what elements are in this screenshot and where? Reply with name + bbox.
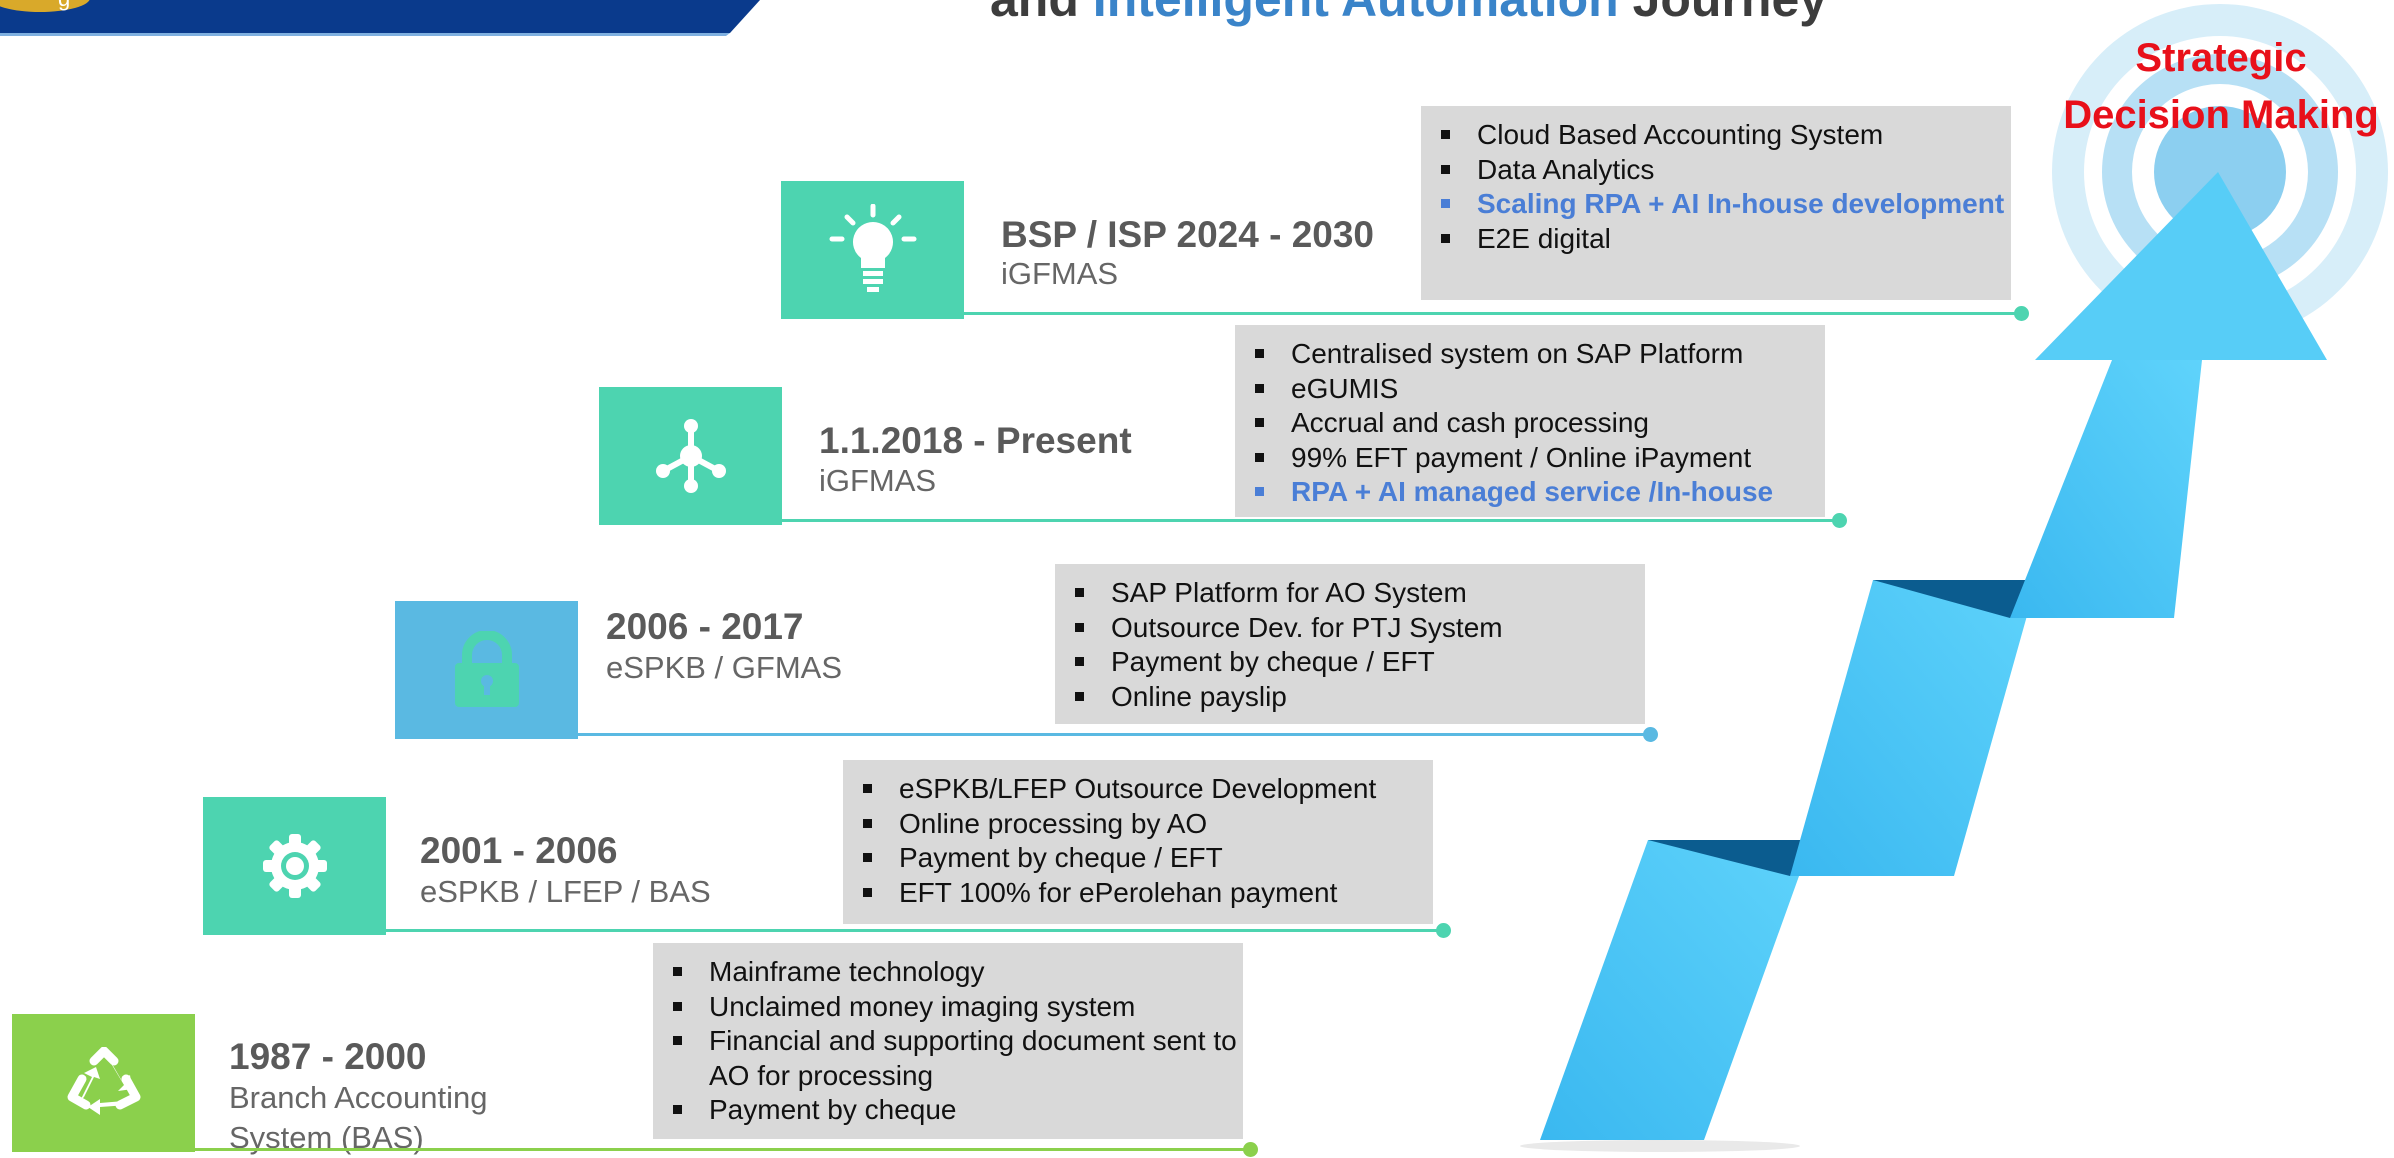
detail-item: eGUMIS bbox=[1235, 372, 1825, 407]
stage-2018-icon-tile bbox=[599, 387, 782, 525]
detail-item: Online processing by AO bbox=[843, 807, 1433, 842]
detail-item: SAP Platform for AO System bbox=[1055, 576, 1645, 611]
detail-item: Payment by cheque / EFT bbox=[843, 841, 1433, 876]
detail-item: Centralised system on SAP Platform bbox=[1235, 337, 1825, 372]
stage-2006-era: 2006 - 2017 bbox=[606, 606, 804, 647]
detail-item: Payment by cheque / EFT bbox=[1055, 645, 1645, 680]
stage-2001-details: eSPKB/LFEP Outsource Development Online … bbox=[843, 760, 1433, 924]
lightbulb-icon bbox=[829, 204, 916, 292]
detail-item-highlight: RPA + AI managed service /In-house bbox=[1235, 475, 1825, 510]
gear-icon bbox=[262, 834, 327, 898]
stage-1987-era: 1987 - 2000 bbox=[229, 1036, 427, 1077]
recycle-icon bbox=[67, 1047, 140, 1115]
stage-2006-timeline-rule bbox=[395, 733, 1650, 736]
title-highlight: Intelligent Automation bbox=[1093, 0, 1619, 27]
stage-1987-details: Mainframe technology Unclaimed money ima… bbox=[653, 943, 1243, 1139]
header-banner-text: g bbox=[58, 0, 70, 12]
stage-1987-icon-tile bbox=[12, 1014, 195, 1152]
detail-item: Online payslip bbox=[1055, 680, 1645, 715]
stage-2024-era: BSP / ISP 2024 - 2030 bbox=[1001, 214, 1374, 255]
stage-2006-icon-tile bbox=[395, 601, 578, 739]
stage-2001-era: 2001 - 2006 bbox=[420, 830, 618, 871]
stage-2024-system: iGFMAS bbox=[1001, 256, 1119, 291]
stage-2001-system: eSPKB / LFEP / BAS bbox=[420, 874, 711, 909]
stage-2024-icon-tile bbox=[781, 181, 964, 319]
stage-1987-timeline-dot bbox=[1243, 1142, 1258, 1157]
stage-2024-timeline-dot bbox=[2014, 306, 2029, 321]
strategic-line-2: Decision Making bbox=[2063, 93, 2379, 137]
stage-1987-system: Branch Accounting System (BAS) bbox=[229, 1080, 488, 1155]
detail-item: eSPKB/LFEP Outsource Development bbox=[843, 772, 1433, 807]
stage-2001-icon-tile bbox=[203, 797, 386, 935]
stage-2024-timeline-rule bbox=[781, 312, 2021, 315]
stage-1987-timeline-rule bbox=[12, 1148, 1250, 1151]
stage-2018-timeline-rule bbox=[599, 519, 1839, 522]
network-hub-icon bbox=[655, 419, 726, 493]
detail-item: Mainframe technology bbox=[653, 955, 1243, 990]
title-part-1: and bbox=[990, 0, 1093, 27]
detail-item: E2E digital bbox=[1421, 222, 2011, 257]
stage-2024-details: Cloud Based Accounting System Data Analy… bbox=[1421, 106, 2011, 300]
detail-item: Outsource Dev. for PTJ System bbox=[1055, 611, 1645, 646]
detail-item: Financial and supporting document sent t… bbox=[653, 1024, 1243, 1093]
detail-item: Payment by cheque bbox=[653, 1093, 1243, 1128]
detail-item: Unclaimed money imaging system bbox=[653, 990, 1243, 1025]
stage-2001-timeline-rule bbox=[203, 929, 1441, 932]
detail-item: Accrual and cash processing bbox=[1235, 406, 1825, 441]
detail-item: 99% EFT payment / Online iPayment bbox=[1235, 441, 1825, 476]
stage-2006-system: eSPKB / GFMAS bbox=[606, 650, 843, 685]
stage-2006-timeline-dot bbox=[1643, 727, 1658, 742]
detail-item: Cloud Based Accounting System bbox=[1421, 118, 2011, 153]
crest-logo bbox=[0, 0, 90, 12]
detail-item-highlight: Scaling RPA + AI In-house development bbox=[1421, 187, 2011, 222]
growth-arrow bbox=[1520, 172, 2327, 1152]
strategic-line-1: Strategic bbox=[2135, 36, 2307, 80]
stage-2018-era: 1.1.2018 - Present bbox=[819, 420, 1132, 461]
stage-2006-details: SAP Platform for AO System Outsource Dev… bbox=[1055, 564, 1645, 724]
detail-item: Data Analytics bbox=[1421, 153, 2011, 188]
lock-icon bbox=[454, 631, 519, 707]
header-banner bbox=[0, 0, 760, 36]
page-title: and Intelligent Automation Journey bbox=[990, 0, 1827, 28]
detail-item: EFT 100% for ePerolehan payment bbox=[843, 876, 1433, 911]
stage-2018-timeline-dot bbox=[1832, 513, 1847, 528]
stage-2018-system: iGFMAS bbox=[819, 463, 937, 498]
title-part-2: Journey bbox=[1619, 0, 1828, 27]
stage-2018-details: Centralised system on SAP Platform eGUMI… bbox=[1235, 325, 1825, 517]
stage-2001-timeline-dot bbox=[1436, 923, 1451, 938]
